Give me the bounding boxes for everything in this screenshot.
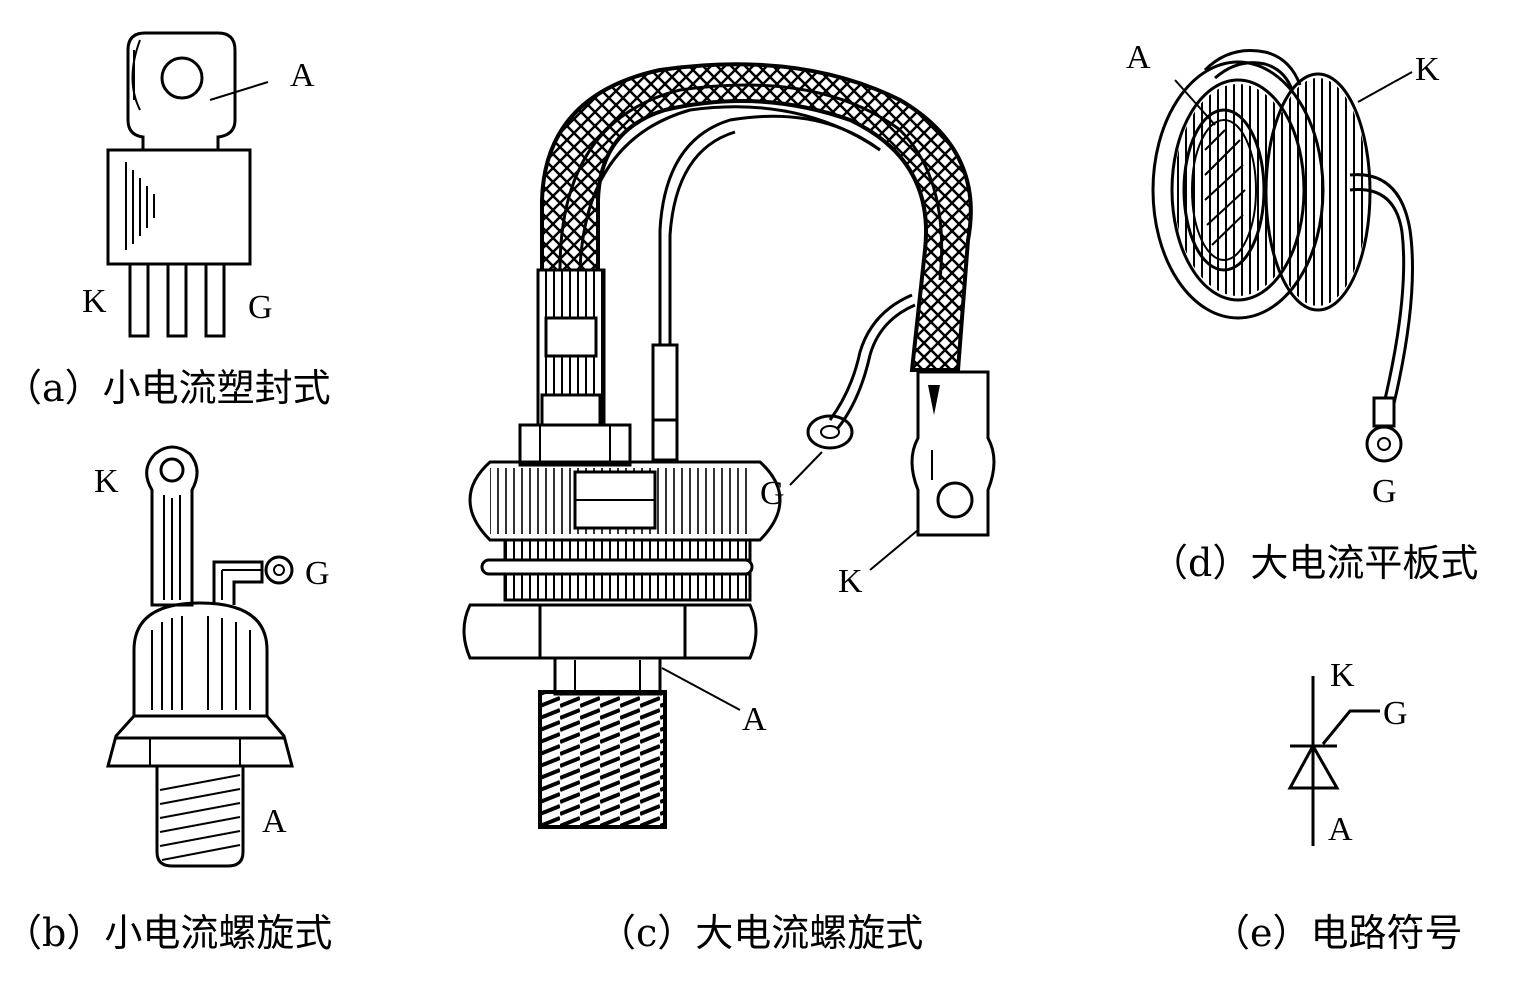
anode-label: A	[742, 701, 767, 738]
cathode-label: K	[82, 283, 107, 320]
large-stud-hex-nut	[462, 603, 758, 660]
small-stud-thread	[155, 766, 245, 868]
disc-anode-face	[1182, 108, 1266, 272]
gate-wire	[651, 114, 881, 462]
anode-leader-line	[661, 667, 741, 711]
plastic-package-body	[106, 148, 252, 266]
symbol-gate-line	[1321, 709, 1380, 745]
anode-label: A	[1328, 811, 1353, 848]
braided-cathode-lead	[540, 62, 973, 372]
plastic-package-leads	[128, 262, 226, 338]
gate-lug-terminal	[806, 293, 916, 450]
gate-label: G	[305, 555, 330, 592]
small-stud-cap	[132, 601, 269, 718]
caption-c: （c）大电流螺旋式	[598, 911, 923, 955]
cathode-leader-line	[869, 529, 919, 571]
braid-collar	[536, 268, 606, 432]
caption-b: （b）小电流螺旋式	[4, 911, 332, 955]
large-stud-upper-body	[518, 423, 632, 467]
cathode-lead-terminal	[145, 445, 199, 607]
gate-label: G	[1372, 473, 1397, 510]
anode-label: A	[262, 803, 287, 840]
small-stud-hex-base	[106, 714, 294, 768]
caption-e: （e）电路符号	[1212, 911, 1463, 955]
large-stud-thread	[538, 690, 667, 829]
figure-d-disc-package: A K G （d）大电流平板式	[1126, 39, 1478, 585]
gate-label: G	[760, 475, 785, 512]
gate-leader-line	[789, 451, 823, 486]
figure-a-plastic-package: A K G （a）小电流塑封式	[4, 31, 331, 410]
symbol-triangle	[1287, 742, 1340, 790]
cathode-label: K	[94, 463, 119, 500]
gate-label: G	[248, 289, 273, 326]
cathode-label: K	[838, 563, 863, 600]
large-stud-neck	[553, 656, 662, 696]
large-stud-hex-flange	[468, 460, 782, 542]
figure-b-small-stud: K G A （b）小电流螺旋式	[4, 445, 332, 955]
cathode-leader-line	[1357, 71, 1413, 103]
anode-label: A	[290, 57, 315, 94]
large-stud-ribs	[480, 538, 754, 602]
cathode-lug-terminal	[910, 370, 996, 537]
caption-d: （d）大电流平板式	[1150, 541, 1478, 585]
gate-lead-terminal	[212, 555, 294, 605]
disc-gate-wire	[1349, 173, 1414, 463]
gate-label: G	[1383, 695, 1408, 732]
anode-leader-line	[209, 81, 269, 101]
plastic-package-tab	[126, 31, 237, 152]
figure-c-large-stud: G K A （c）大电流螺旋式	[462, 62, 996, 955]
anode-label: A	[1126, 39, 1151, 76]
figure-e-thyristor-symbol: K G A （e）电路符号	[1212, 657, 1463, 955]
cathode-label: K	[1415, 51, 1440, 88]
disc-front-ring	[1151, 60, 1325, 320]
cathode-label: K	[1330, 657, 1355, 694]
anode-leader-line	[1174, 79, 1216, 126]
caption-a: （a）小电流塑封式	[4, 366, 331, 410]
